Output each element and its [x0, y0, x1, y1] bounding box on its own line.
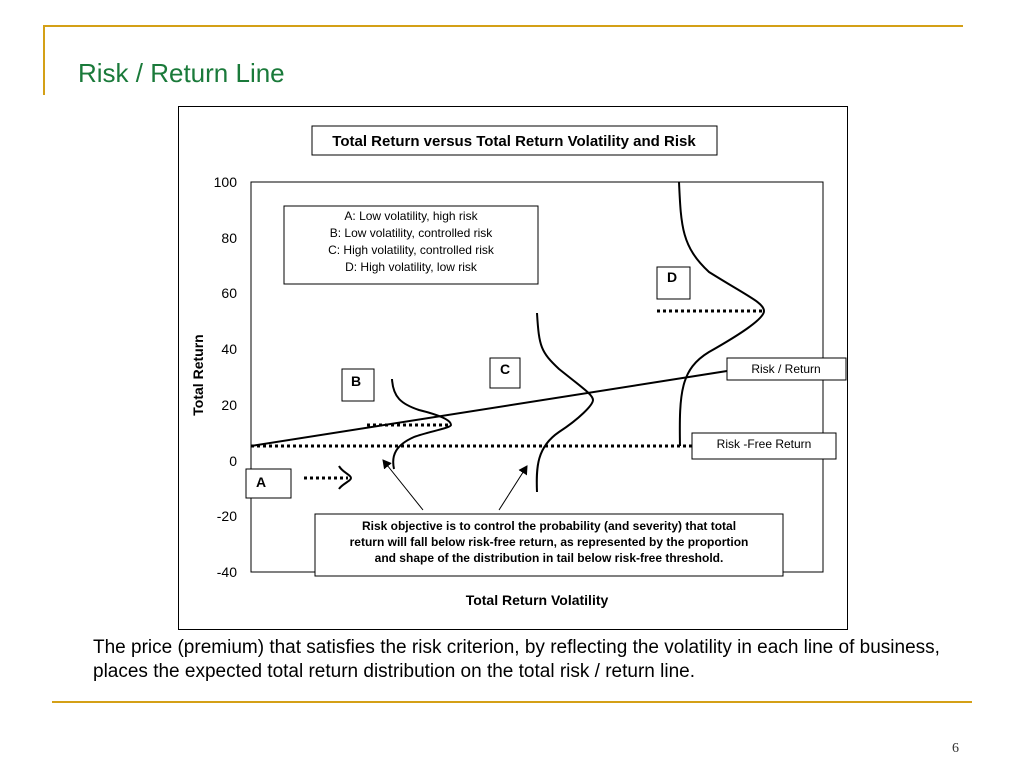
- label-d: D: [667, 269, 677, 285]
- risk-return-label: Risk / Return: [751, 362, 820, 376]
- label-a: A: [256, 474, 266, 490]
- legend-item-c: C: High volatility, controlled risk: [328, 243, 495, 257]
- distribution-b-curve: [391, 378, 453, 470]
- legend-box: [283, 205, 539, 285]
- page-number: 6: [952, 741, 959, 756]
- risk-objective-note-line: return will fall below risk-free return,…: [350, 535, 749, 549]
- arrow-to-b-tail: [382, 459, 424, 511]
- slide-title: Risk / Return Line: [78, 58, 285, 88]
- y-tick-label: 80: [221, 230, 237, 246]
- label-b: B: [351, 373, 361, 389]
- risk-objective-note-box: [314, 513, 784, 577]
- y-tick-label: 60: [221, 285, 237, 301]
- slide-caption: The price (premium) that satisfies the r…: [93, 637, 940, 682]
- label-box-c: [489, 357, 521, 389]
- distribution-c-curve: [535, 312, 595, 493]
- diagram-title-box: [311, 125, 718, 156]
- diagram-figure: Total Return versus Total Return Volatil…: [178, 106, 848, 630]
- y-tick-label: 100: [214, 174, 238, 190]
- diagram-svg: Total Return versus Total Return Volatil…: [190, 125, 847, 608]
- legend-item-a: A: Low volatility, high risk: [344, 209, 478, 223]
- title-side-bar: [43, 25, 45, 95]
- risk-objective-note-line: Risk objective is to control the probabi…: [362, 519, 736, 533]
- arrow-to-c-tail: [498, 465, 528, 511]
- y-tick-label: 40: [221, 341, 237, 357]
- diagram-title: Total Return versus Total Return Volatil…: [332, 133, 696, 150]
- risk-free-label-box: [691, 432, 837, 460]
- label-box-b: [341, 368, 375, 402]
- y-axis-label: Total Return: [190, 334, 206, 415]
- label-box-d: [656, 266, 691, 300]
- distribution-a-curve: [338, 465, 353, 490]
- x-axis-label: Total Return Volatility: [466, 592, 609, 608]
- label-c: C: [500, 361, 510, 377]
- distribution-d-curve: [678, 181, 766, 447]
- label-box-a: [245, 468, 292, 499]
- bottom-rule: [52, 701, 972, 703]
- risk-return-label-box: [726, 357, 847, 381]
- y-axis-ticks: 100 80 60 40 20 0 -20 -40: [214, 174, 238, 580]
- legend-item-b: B: Low volatility, controlled risk: [330, 226, 494, 240]
- y-tick-label: 20: [221, 397, 237, 413]
- y-tick-label: 0: [229, 453, 237, 469]
- risk-return-line: [250, 370, 728, 447]
- y-tick-label: -20: [217, 508, 237, 524]
- legend-item-d: D: High volatility, low risk: [345, 260, 478, 274]
- risk-objective-note-line: and shape of the distribution in tail be…: [375, 551, 724, 565]
- top-rule: [43, 25, 963, 27]
- risk-free-label: Risk -Free Return: [717, 437, 812, 451]
- y-tick-label: -40: [217, 564, 237, 580]
